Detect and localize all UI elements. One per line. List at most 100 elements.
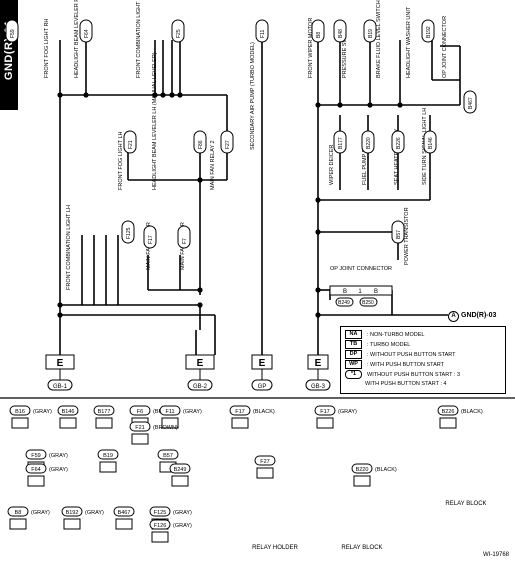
ground-label: GB-1 — [53, 384, 68, 390]
component-ref-oval[interactable] — [5, 19, 19, 43]
connector-view-oval[interactable] — [159, 405, 181, 416]
svg-text:B: B — [343, 289, 347, 295]
connector-view-ref: F125 — [154, 510, 167, 516]
connector-view-oval[interactable] — [61, 506, 83, 517]
svg-text:E: E — [315, 358, 322, 369]
legend-code: NA — [345, 330, 362, 339]
component-label: OP JOINT CONNECTOR — [442, 16, 448, 78]
component-label: SEAT HEATER RELAY — [394, 128, 400, 185]
legend-code: TB — [345, 340, 362, 349]
component-ref-oval[interactable] — [220, 130, 234, 154]
op-joint-label: OP JOINT CONNECTOR — [330, 266, 392, 272]
connector-face — [95, 417, 113, 429]
ground-label: GB-3 — [311, 384, 326, 390]
connector-view-ref: B177 — [98, 409, 111, 415]
component-ref-oval[interactable] — [423, 130, 437, 154]
component-ref-oval[interactable] — [333, 19, 347, 43]
component-ref: B57 — [396, 230, 402, 239]
connector-view-oval[interactable] — [129, 405, 151, 416]
connector-view-oval[interactable] — [314, 405, 336, 416]
legend-text: WITH PUSH BUTTON START : 4 — [365, 380, 447, 387]
component-label: FUEL PUMP RELAY — [362, 134, 368, 185]
connector-view-oval[interactable] — [25, 449, 47, 460]
component-ref-oval[interactable] — [171, 19, 185, 43]
connector-view-color: (GRAY) — [31, 510, 50, 516]
connector-view-oval[interactable] — [437, 405, 459, 416]
component-ref-oval[interactable] — [391, 220, 405, 244]
connector-face — [9, 518, 27, 530]
connector-view-color: (BLACK) — [461, 409, 483, 415]
ground-gp: E GP — [251, 354, 273, 391]
connector-view-ref: F59 — [31, 453, 40, 459]
connector-view-oval[interactable] — [149, 519, 171, 530]
component-ref-oval[interactable] — [311, 19, 325, 43]
legend-row: NA: NON-TURBO MODEL — [345, 330, 424, 339]
component-ref: F59 — [10, 29, 16, 38]
component-label: MAIN FAN RELAY 2 — [210, 140, 216, 190]
component-ref: F17 — [148, 235, 154, 244]
connector-view-ref: F6 — [137, 409, 143, 415]
connector-view-color: (GRAY) — [49, 453, 68, 459]
connector-view-oval[interactable] — [7, 506, 29, 517]
component-ref-oval[interactable] — [463, 90, 477, 114]
component-label: FRONT FOG LIGHT LH — [118, 132, 124, 190]
component-ref: B177 — [338, 137, 344, 149]
component-ref-oval[interactable] — [421, 19, 435, 43]
connector-face — [99, 461, 117, 473]
legend-text: WITHOUT PUSH BUTTON START : 3 — [367, 371, 461, 378]
component-ref-oval[interactable] — [177, 225, 191, 249]
component-ref-oval[interactable] — [143, 225, 157, 249]
component-ref-oval[interactable] — [193, 130, 207, 154]
connector-view-ref: F126 — [154, 523, 167, 529]
op-joint-ref: B249 — [338, 300, 350, 306]
connector-view-oval[interactable] — [9, 405, 31, 416]
component-label: POWER TRANSISTOR — [404, 207, 410, 265]
ground-label: GB-2 — [193, 384, 208, 390]
op-joint-ref: B250 — [362, 300, 374, 306]
connector-view-oval[interactable] — [93, 405, 115, 416]
component-ref-oval[interactable] — [333, 130, 347, 154]
component-ref: B19 — [368, 29, 374, 38]
component-ref-oval[interactable] — [361, 130, 375, 154]
component-ref-oval[interactable] — [255, 19, 269, 43]
legend-row: WITH PUSH BUTTON START : 4 — [365, 379, 447, 388]
connector-view-oval[interactable] — [169, 463, 191, 474]
component-ref-oval[interactable] — [123, 130, 137, 154]
connector-view-ref: B249 — [174, 467, 187, 473]
connector-view-oval[interactable] — [25, 463, 47, 474]
component-label: HEADLIGHT WASHER UNIT — [406, 6, 412, 78]
ground-gb3: E GB-3 — [305, 354, 331, 391]
component-ref-oval[interactable] — [363, 19, 377, 43]
component-ref: F86 — [198, 140, 204, 149]
connector-face — [316, 417, 334, 429]
connector-face — [115, 518, 133, 530]
connector-view-oval[interactable] — [229, 405, 251, 416]
connector-view-ref: B146 — [62, 409, 75, 415]
component-label: FRONT COMBINATION LIGHT RH — [136, 0, 142, 78]
connector-view-color: (BLACK) — [375, 467, 397, 473]
connector-view-color: (GRAY) — [49, 467, 68, 473]
component-label: HEADLIGHT BEAM LEVELER LH (MANUAL LEVELE… — [152, 52, 158, 190]
legend-text: : TURBO MODEL — [367, 341, 411, 348]
component-ref-oval[interactable] — [121, 220, 135, 244]
connector-view-oval[interactable] — [157, 449, 179, 460]
connector-view-oval[interactable] — [149, 506, 171, 517]
connector-view-ref: B467 — [118, 510, 131, 516]
link-label: GND(R)-03 — [461, 312, 497, 319]
connector-view-oval[interactable] — [129, 421, 151, 432]
connector-view-oval[interactable] — [57, 405, 79, 416]
component-ref-oval[interactable] — [79, 19, 93, 43]
connector-view-color: (GRAY) — [338, 409, 357, 415]
connector-view-oval[interactable] — [254, 455, 276, 466]
connector-view-ref: F21 — [135, 425, 144, 431]
connector-view-oval[interactable] — [113, 506, 135, 517]
connector-view-oval[interactable] — [97, 449, 119, 460]
connector-view-oval[interactable] — [351, 463, 373, 474]
component-ref-oval[interactable] — [391, 130, 405, 154]
relay-holder-caption: RELAY HOLDER — [252, 545, 298, 551]
connector-face — [131, 433, 149, 445]
component-label: WIPER DEICER — [329, 145, 335, 185]
component-ref: F11 — [260, 30, 266, 38]
